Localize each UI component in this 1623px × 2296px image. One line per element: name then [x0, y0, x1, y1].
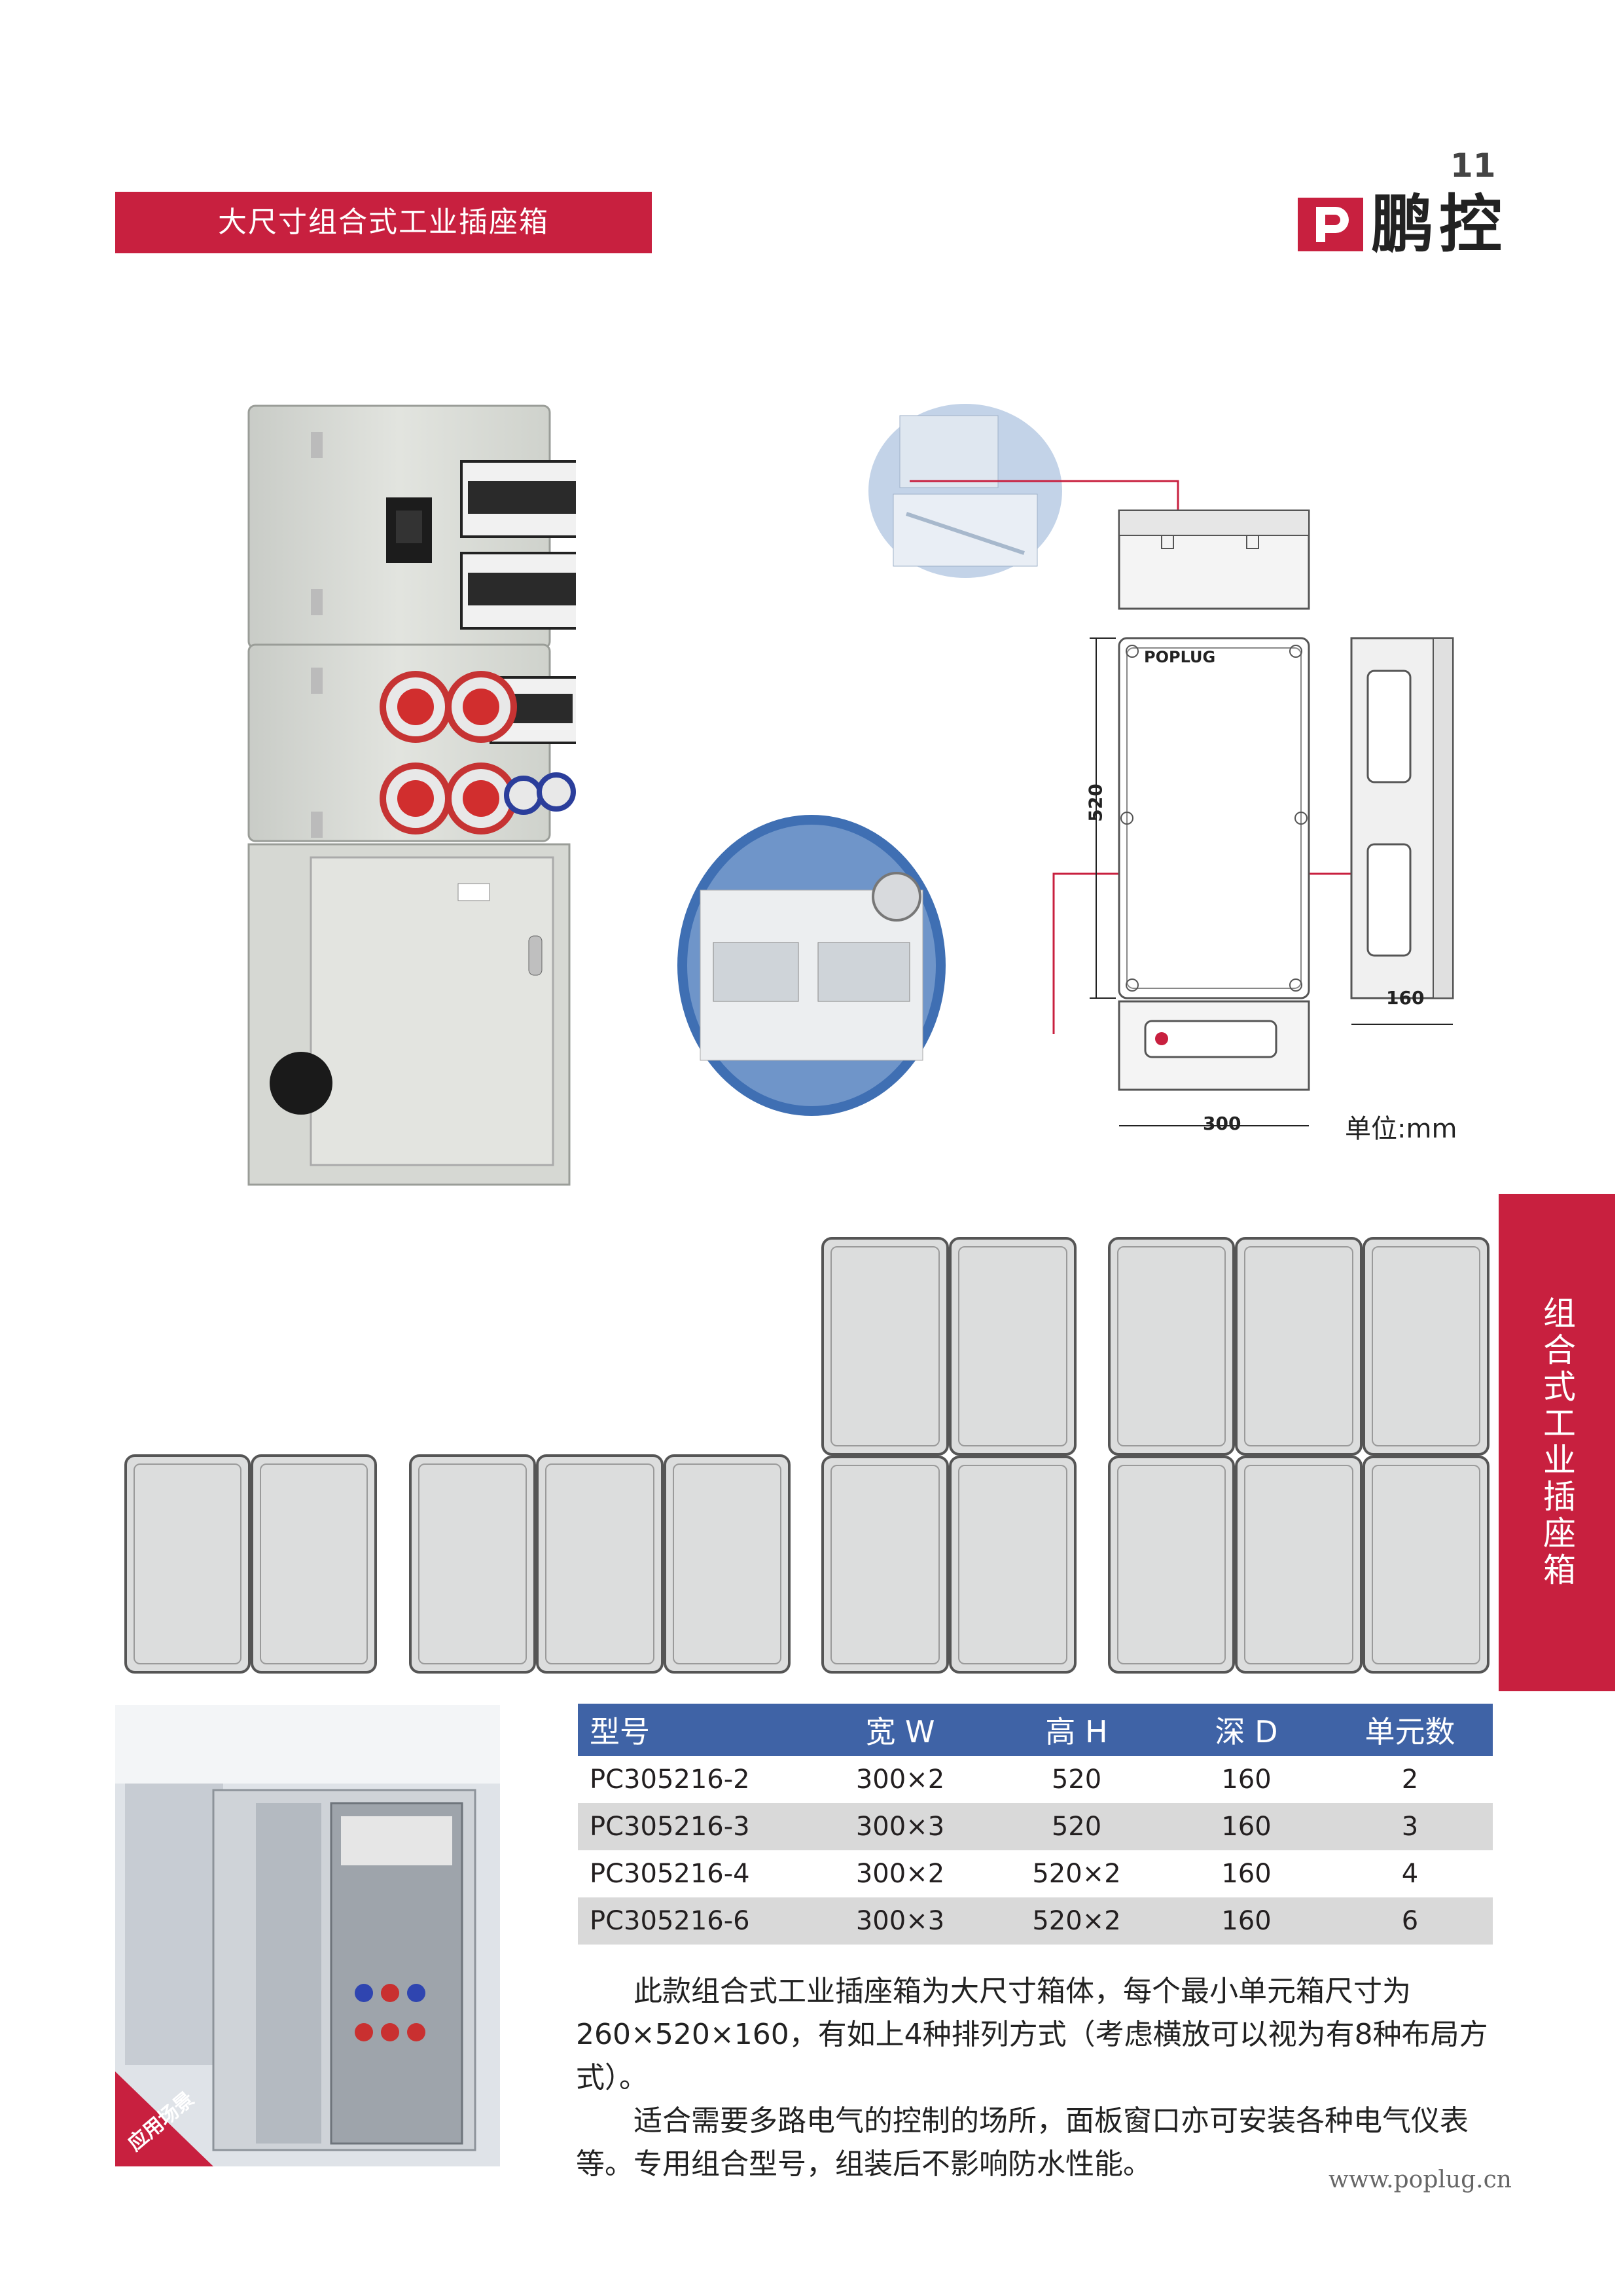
- cell-depth: 160: [1166, 1803, 1327, 1850]
- cell-model: PC305216-4: [590, 1859, 750, 1889]
- description-paragraph-2: 适合需要多路电气的控制的场所，面板窗口亦可安装各种电气仪表等。专用组合型号，组装…: [576, 2104, 1469, 2181]
- spec-table-wrapper: 型号 宽 W 高 H 深 D 单元数 PC305216-2 300×2 520 …: [578, 1704, 1493, 1945]
- units-label: 单位:mm: [1345, 1114, 1457, 1144]
- unit-cell: [1362, 1237, 1489, 1456]
- table-row: PC305216-4 300×2 520×2 160 4: [578, 1850, 1493, 1897]
- application-photo: 应用场景: [115, 1705, 500, 2166]
- unit-cell: [1108, 1237, 1236, 1456]
- unit-cell: [949, 1455, 1077, 1674]
- unit-cell: [663, 1454, 791, 1674]
- col-header-width: 宽 W: [813, 1704, 988, 1756]
- side-tab-label: 组合式工业插座箱: [1538, 1296, 1576, 1589]
- cell-height: 520×2: [988, 1897, 1166, 1945]
- description-paragraph-1: 此款组合式工业插座箱为大尺寸箱体，每个最小单元箱尺寸为260×520×160，有…: [576, 1975, 1488, 2094]
- unit-cell: [821, 1455, 949, 1674]
- layout-3-units: [409, 1454, 791, 1674]
- table-row: PC305216-2 300×2 520 160 2: [578, 1756, 1493, 1803]
- cell-units: 2: [1401, 1765, 1419, 1795]
- detail-photo-bottom: [674, 812, 949, 1119]
- layout-4-units: [821, 1237, 1077, 1674]
- table-header-row: 型号 宽 W 高 H 深 D 单元数: [578, 1704, 1493, 1756]
- unit-cell: [1108, 1455, 1236, 1674]
- dim-width: 300: [1203, 1113, 1241, 1134]
- cell-width: 300×3: [813, 1897, 988, 1945]
- cell-units: 6: [1327, 1897, 1493, 1945]
- brand-logo-icon: [1298, 198, 1363, 251]
- cell-height: 520: [988, 1803, 1166, 1850]
- tech-drawing: [1086, 504, 1479, 1145]
- website-url: www.poplug.cn: [1329, 2166, 1512, 2193]
- dim-height: 520: [1084, 783, 1107, 822]
- unit-cell: [124, 1454, 251, 1674]
- cell-height: 520: [1051, 1765, 1102, 1795]
- col-header-units: 单元数: [1327, 1704, 1493, 1756]
- cell-units: 4: [1401, 1859, 1419, 1889]
- dim-depth: 160: [1386, 987, 1425, 1009]
- cell-width: 300×2: [855, 1765, 945, 1795]
- cell-width: 300×2: [855, 1859, 945, 1889]
- cell-model: PC305216-3: [578, 1803, 813, 1850]
- layout-2-units: [124, 1454, 377, 1674]
- layout-6-units: [1108, 1237, 1489, 1674]
- unit-cell: [1362, 1455, 1489, 1674]
- unit-cell: [949, 1237, 1077, 1456]
- product-photo: [236, 393, 587, 1198]
- cell-width: 300×3: [813, 1803, 988, 1850]
- col-header-depth: 深 D: [1166, 1704, 1327, 1756]
- section-title: 大尺寸组合式工业插座箱: [115, 192, 652, 253]
- cell-depth: 160: [1166, 1897, 1327, 1945]
- unit-cell: [409, 1454, 537, 1674]
- detail-photo-top: [867, 403, 1063, 579]
- spec-table: 型号 宽 W 高 H 深 D 单元数 PC305216-2 300×2 520 …: [578, 1704, 1493, 1945]
- col-header-height: 高 H: [988, 1704, 1166, 1756]
- unit-cell: [821, 1237, 949, 1456]
- page-number: 11: [1450, 147, 1496, 185]
- cell-units: 3: [1327, 1803, 1493, 1850]
- brand-mark-on-drawing: POPLUG: [1144, 648, 1216, 666]
- cell-depth: 160: [1221, 1859, 1272, 1889]
- description: 此款组合式工业插座箱为大尺寸箱体，每个最小单元箱尺寸为260×520×160，有…: [576, 1970, 1492, 2186]
- cell-model: PC305216-2: [590, 1765, 750, 1795]
- cell-height: 520×2: [1032, 1859, 1121, 1889]
- col-header-model: 型号: [578, 1704, 813, 1756]
- cell-depth: 160: [1221, 1765, 1272, 1795]
- table-row: PC305216-3 300×3 520 160 3: [578, 1803, 1493, 1850]
- unit-cell: [536, 1454, 664, 1674]
- unit-cell: [1235, 1455, 1363, 1674]
- brand-name: 鹏控: [1371, 188, 1507, 261]
- side-tab: 组合式工业插座箱: [1499, 1194, 1615, 1691]
- unit-cell: [251, 1454, 377, 1674]
- table-row: PC305216-6 300×3 520×2 160 6: [578, 1897, 1493, 1945]
- cell-model: PC305216-6: [578, 1897, 813, 1945]
- unit-cell: [1235, 1237, 1363, 1456]
